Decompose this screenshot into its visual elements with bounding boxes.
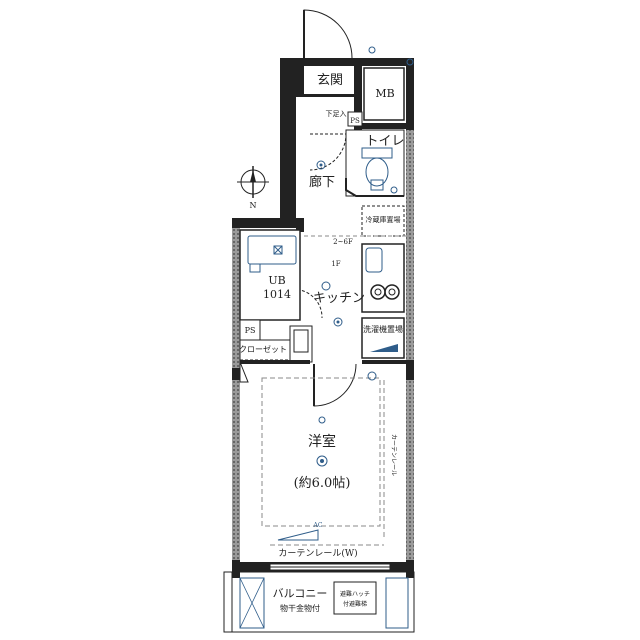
- meter-box: [363, 67, 405, 121]
- stove-burner: [384, 284, 400, 300]
- meter-box-label: MB: [375, 87, 394, 100]
- western-room-label: 洋室: [308, 433, 336, 450]
- height-note: 2~6F: [333, 238, 353, 246]
- wall: [296, 218, 304, 232]
- room-door-swing: [313, 363, 357, 407]
- wall: [296, 94, 354, 97]
- ac-label: AC: [313, 522, 323, 529]
- balcony-label: バルコニー: [273, 587, 328, 600]
- wall: [296, 66, 304, 94]
- hallway-label: 廊下: [309, 174, 335, 190]
- curtain-rail-bottom: カーテンレール(W): [278, 548, 357, 559]
- wall-hatched: [406, 130, 414, 360]
- ac-unit: [277, 529, 319, 541]
- western-room-size: (約6.0帖): [294, 476, 351, 491]
- closet-label: クローゼット: [239, 344, 287, 354]
- wall: [232, 218, 304, 228]
- evac-hatch-label: 避難ハッチ: [340, 590, 370, 598]
- kitchen-label: キッチン: [313, 291, 365, 306]
- entrance-label: 玄関: [317, 73, 343, 88]
- toilet-bowl: [365, 157, 389, 187]
- evac-hatch-label-2: 付避難梯: [343, 600, 367, 608]
- unit-bath: [239, 229, 301, 321]
- wall-hatched: [232, 228, 240, 368]
- toilet-label: トイレ: [365, 134, 404, 149]
- wall: [280, 58, 296, 218]
- wall-hatched: [406, 380, 414, 560]
- evac-hatch: [333, 581, 377, 615]
- unit-bath-size: 1014: [263, 288, 291, 301]
- ps-box-top: [347, 111, 363, 127]
- kitchen-counter: [361, 243, 405, 313]
- shoe-storage-label: 下足入: [326, 110, 347, 118]
- kitchen-sink: [365, 247, 383, 273]
- compass-n-label: N: [250, 201, 257, 210]
- balcony-note: 物干金物付: [280, 603, 320, 613]
- ps-left-label: PS: [245, 326, 256, 335]
- fridge-space: [361, 205, 405, 237]
- fridge-label: 冷蔵庫置場: [366, 215, 401, 224]
- wall: [280, 58, 414, 66]
- hall-door-swing: [309, 133, 347, 171]
- curtain-rail-right: カーテンレール: [390, 434, 397, 476]
- ceiling-light: [316, 455, 328, 467]
- toilet-room: [345, 129, 405, 197]
- wall: [362, 123, 406, 129]
- entry-door-swing: [303, 9, 353, 59]
- ps-top-label: PS: [350, 117, 360, 125]
- room-outline: [261, 377, 381, 527]
- washer-label: 洗濯機置場: [363, 324, 403, 334]
- bathtub: [247, 235, 297, 265]
- balcony-outline: [223, 571, 415, 633]
- floor-note: 1F: [331, 260, 340, 268]
- compass-icon: [237, 166, 269, 198]
- unit-bath-label: UB: [268, 274, 285, 287]
- wall-hatched: [232, 380, 240, 560]
- wall: [354, 66, 362, 130]
